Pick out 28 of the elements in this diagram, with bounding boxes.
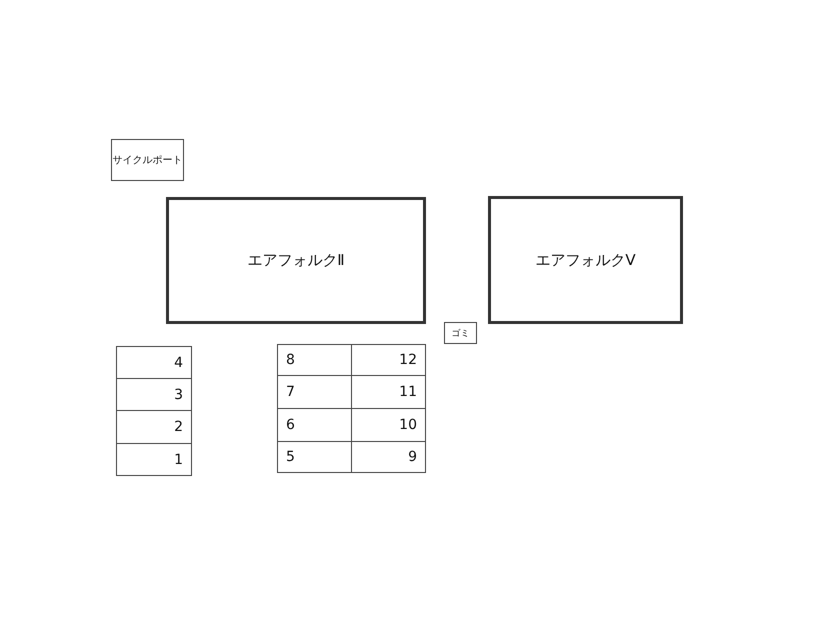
space-number: 2 bbox=[174, 419, 183, 435]
space-number: 11 bbox=[399, 384, 417, 400]
space-number: 5 bbox=[286, 449, 295, 465]
space-number: 1 bbox=[174, 452, 183, 468]
place-label: エアフォルクⅤ bbox=[535, 250, 636, 270]
space-number: 7 bbox=[286, 384, 295, 400]
building-box bbox=[488, 196, 683, 324]
building-box bbox=[166, 197, 426, 324]
space-number: 12 bbox=[399, 352, 417, 368]
space-number: 3 bbox=[174, 386, 183, 402]
parking-space bbox=[277, 344, 352, 376]
parking-space bbox=[116, 410, 192, 444]
facility-box bbox=[111, 139, 184, 181]
space-number: 6 bbox=[286, 417, 295, 433]
facility-box bbox=[444, 322, 477, 344]
space-number: 4 bbox=[174, 354, 183, 370]
parking-space bbox=[116, 346, 192, 379]
place-label: エアフォルクⅡ bbox=[247, 251, 345, 270]
parking-space bbox=[116, 378, 192, 411]
parking-space bbox=[116, 443, 192, 476]
space-number: 10 bbox=[399, 417, 417, 433]
space-number: 9 bbox=[408, 449, 417, 465]
parking-space bbox=[277, 441, 352, 473]
parking-space bbox=[351, 441, 426, 473]
space-number: 8 bbox=[286, 352, 295, 368]
parking-space bbox=[351, 344, 426, 376]
place-label: サイクルポート bbox=[112, 154, 182, 167]
place-label: ゴミ bbox=[452, 328, 470, 340]
